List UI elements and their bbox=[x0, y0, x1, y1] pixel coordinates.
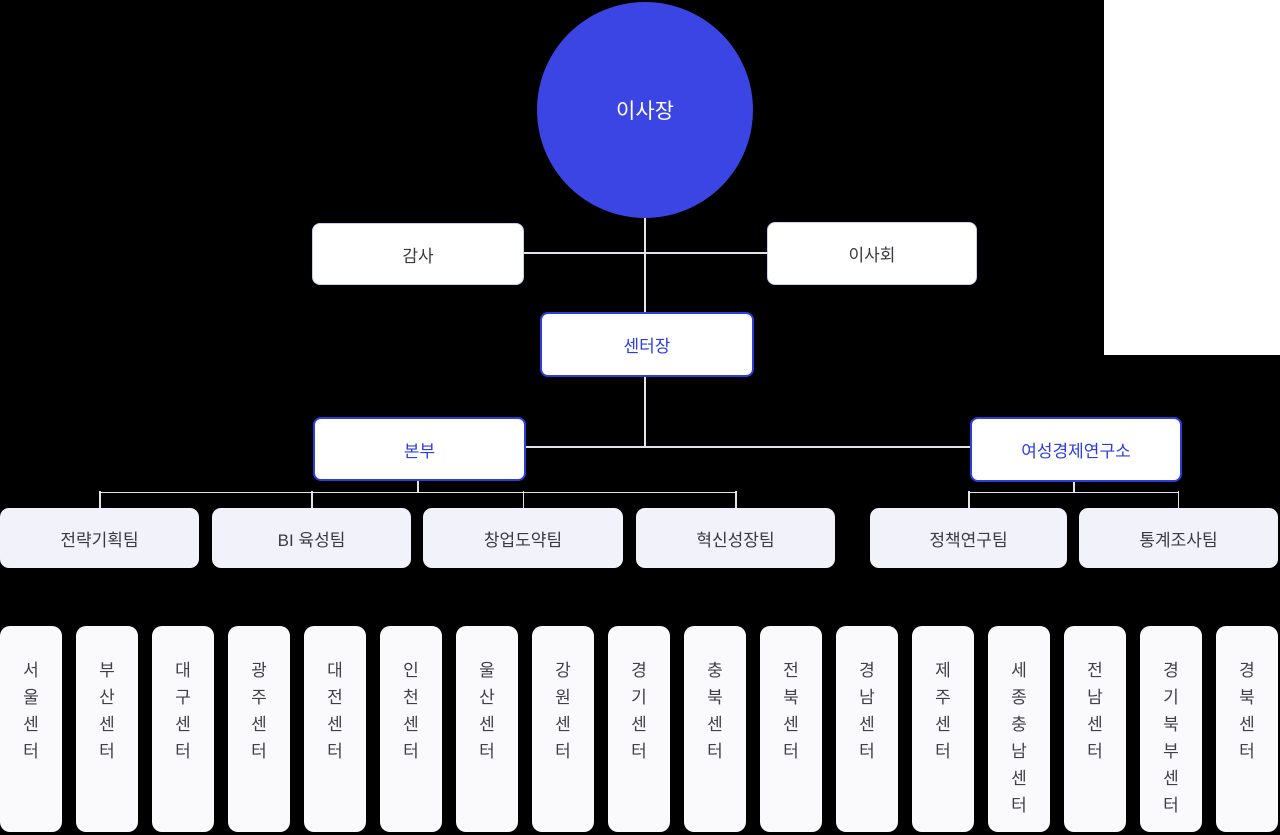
center-node-chungbuk: 충북센터 bbox=[684, 626, 746, 832]
connector-director-to-divisions bbox=[644, 373, 646, 447]
chairman-node: 이사장 bbox=[537, 2, 753, 218]
center-node-jeonbuk: 전북센터 bbox=[760, 626, 822, 832]
center-label: 대구센터 bbox=[175, 661, 191, 761]
center-label: 경기북부센터 bbox=[1163, 661, 1179, 815]
connector-divisions bbox=[522, 446, 971, 448]
center-label: 제주센터 bbox=[935, 661, 951, 761]
center-node-gyeongnam: 경남센터 bbox=[836, 626, 898, 832]
team-label: 통계조사팀 bbox=[1139, 530, 1218, 550]
center-node-jeju: 제주센터 bbox=[912, 626, 974, 832]
board-label: 이사회 bbox=[848, 246, 896, 265]
center-node-seoul: 서울센터 bbox=[0, 626, 62, 832]
center-label: 전남센터 bbox=[1087, 661, 1103, 761]
team-node-innovation-growth: 혁신성장팀 bbox=[636, 508, 835, 568]
center-node-daejeon: 대전센터 bbox=[304, 626, 366, 832]
connector-institute-stub bbox=[1073, 478, 1075, 493]
center-node-gyeongbuk: 경북센터 bbox=[1216, 626, 1278, 832]
center-label: 서울센터 bbox=[23, 661, 39, 761]
team-node-startup-leap: 창업도약팀 bbox=[423, 508, 623, 568]
center-label: 경기센터 bbox=[631, 661, 647, 761]
center-node-gwangju: 광주센터 bbox=[228, 626, 290, 832]
center-label: 광주센터 bbox=[251, 661, 267, 761]
team-node-strategic-planning: 전략기획팀 bbox=[0, 508, 199, 568]
center-node-jeonnam: 전남센터 bbox=[1064, 626, 1126, 832]
center-node-sejong-chungnam: 세종충남센터 bbox=[988, 626, 1050, 832]
white-background-panel bbox=[1104, 0, 1280, 355]
team-label: BI 육성팀 bbox=[277, 530, 346, 550]
center-node-busan: 부산센터 bbox=[76, 626, 138, 832]
center-node-gyeonggi-north: 경기북부센터 bbox=[1140, 626, 1202, 832]
team-label: 정책연구팀 bbox=[929, 530, 1008, 550]
center-director-node: 센터장 bbox=[540, 312, 754, 377]
center-director-label: 센터장 bbox=[623, 337, 671, 356]
connector-drop-team-2 bbox=[311, 491, 313, 508]
connector-root-to-director bbox=[644, 212, 646, 312]
institute-node: 여성경제연구소 bbox=[970, 417, 1182, 482]
center-label: 강원센터 bbox=[555, 661, 571, 761]
center-label: 인천센터 bbox=[403, 661, 419, 761]
center-node-gangwon: 강원센터 bbox=[532, 626, 594, 832]
center-label: 경남센터 bbox=[859, 661, 875, 761]
connector-audit-board bbox=[522, 252, 768, 254]
chairman-label: 이사장 bbox=[616, 100, 674, 123]
center-node-ulsan: 울산센터 bbox=[456, 626, 518, 832]
center-label: 세종충남센터 bbox=[1011, 661, 1027, 815]
connector-hq-stub bbox=[417, 477, 419, 493]
headquarters-label: 본부 bbox=[403, 441, 436, 461]
connector-drop-team-6 bbox=[1177, 491, 1179, 508]
center-node-gyeonggi: 경기센터 bbox=[608, 626, 670, 832]
team-label: 전략기획팀 bbox=[60, 530, 139, 550]
institute-label: 여성경제연구소 bbox=[1021, 442, 1131, 461]
team-label: 혁신성장팀 bbox=[696, 530, 775, 550]
connector-hq-teams bbox=[99, 491, 736, 493]
connector-drop-team-3 bbox=[522, 491, 524, 508]
center-label: 전북센터 bbox=[783, 661, 799, 761]
connector-institute-teams bbox=[968, 491, 1179, 493]
center-label: 대전센터 bbox=[327, 661, 343, 761]
center-node-incheon: 인천센터 bbox=[380, 626, 442, 832]
center-label: 울산센터 bbox=[479, 661, 495, 761]
audit-label: 감사 bbox=[402, 246, 434, 266]
headquarters-node: 본부 bbox=[313, 417, 526, 481]
connector-drop-team-1 bbox=[99, 491, 101, 508]
team-label: 창업도약팀 bbox=[483, 530, 563, 550]
audit-node: 감사 bbox=[312, 223, 524, 285]
connector-drop-team-4 bbox=[735, 491, 737, 508]
team-node-statistics-survey: 통계조사팀 bbox=[1079, 508, 1278, 568]
center-node-daegu: 대구센터 bbox=[152, 626, 214, 832]
team-node-bi-development: BI 육성팀 bbox=[212, 508, 411, 568]
board-node: 이사회 bbox=[767, 222, 977, 285]
center-label: 충북센터 bbox=[707, 661, 723, 761]
center-label: 부산센터 bbox=[99, 661, 115, 761]
center-label: 경북센터 bbox=[1239, 661, 1255, 761]
connector-drop-team-5 bbox=[968, 491, 970, 508]
team-node-policy-research: 정책연구팀 bbox=[870, 508, 1067, 568]
